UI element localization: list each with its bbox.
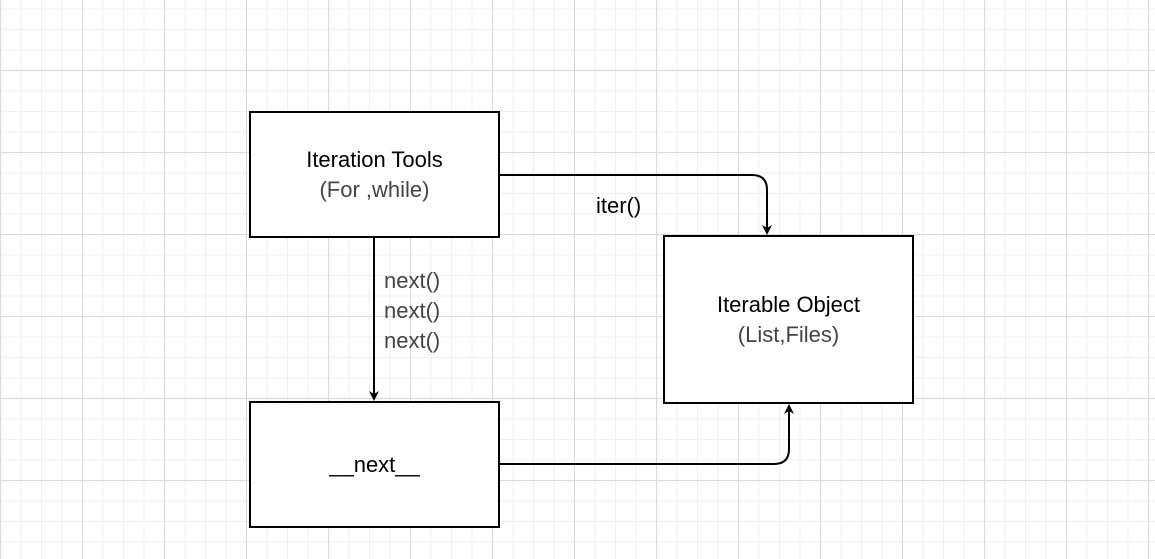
node-next-method[interactable]: __next__ xyxy=(249,401,500,528)
edge-tools-to-iterable xyxy=(500,174,772,235)
node-iterable-object[interactable]: Iterable Object (List,Files) xyxy=(663,235,914,404)
edge-label-next-group: next() next() next() xyxy=(384,266,440,356)
edge-next-to-iterable xyxy=(500,404,794,465)
node-iterable-object-title: Iterable Object xyxy=(716,291,861,317)
node-iteration-tools-subtitle: (For ,while) xyxy=(319,176,430,202)
edge-label-next-3: next() xyxy=(384,328,441,353)
node-next-method-title: __next__ xyxy=(329,451,420,477)
edge-label-next-1: next() xyxy=(384,268,441,293)
edge-label-next-2: next() xyxy=(384,298,441,323)
node-iterable-object-subtitle: (List,Files) xyxy=(737,321,840,347)
edge-label-iter: iter() xyxy=(596,193,642,218)
node-iteration-tools[interactable]: Iteration Tools (For ,while) xyxy=(249,111,500,238)
node-iteration-tools-title: Iteration Tools xyxy=(306,146,443,172)
